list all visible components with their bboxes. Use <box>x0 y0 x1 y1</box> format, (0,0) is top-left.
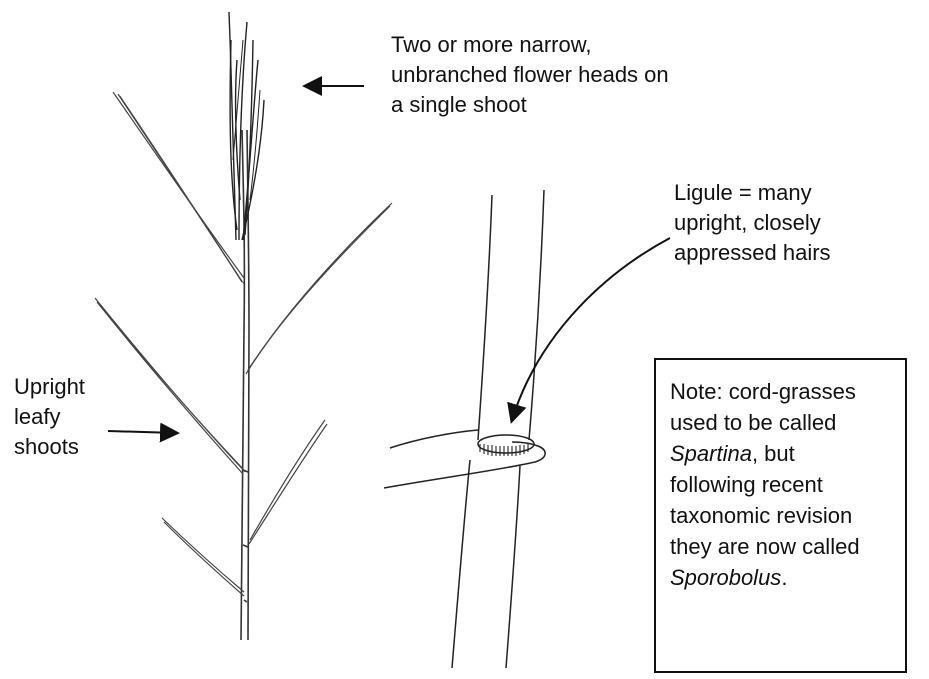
shoots-label-line: leafy <box>14 402 85 432</box>
ligule-label-line: Ligule = many <box>674 178 831 208</box>
ligule-label-line: appressed hairs <box>674 238 831 268</box>
ligule-arrow <box>512 238 670 420</box>
note-line-rest: . <box>781 565 787 590</box>
flower-heads-label-line: unbranched flower heads on <box>391 60 669 90</box>
grass-stem <box>241 130 249 640</box>
shoots-arrow <box>108 431 176 433</box>
note-line: Sporobolus. <box>670 562 860 593</box>
note-line: taxonomic revision <box>670 500 860 531</box>
ligule-label-line: upright, closely <box>674 208 831 238</box>
note-line: used to be called <box>670 407 860 438</box>
note-line: following recent <box>670 469 860 500</box>
genus-spartina: Spartina <box>670 441 752 466</box>
flower-heads-label: Two or more narrow, unbranched flower he… <box>391 30 669 120</box>
note-line: Note: cord-grasses <box>670 376 860 407</box>
ligule-detail <box>384 190 545 668</box>
flower-heads-label-line: a single shoot <box>391 90 669 120</box>
genus-sporobolus: Sporobolus <box>670 565 781 590</box>
ligule-label: Ligule = many upright, closely appressed… <box>674 178 831 268</box>
note-line: Spartina, but <box>670 438 860 469</box>
note-line-rest: , but <box>752 441 795 466</box>
flower-heads-label-line: Two or more narrow, <box>391 30 669 60</box>
shoots-label: Upright leafy shoots <box>14 372 85 462</box>
note-text: Note: cord-grasses used to be called Spa… <box>670 376 860 593</box>
shoots-label-line: shoots <box>14 432 85 462</box>
note-line: they are now called <box>670 531 860 562</box>
flower-heads <box>229 12 264 240</box>
shoots-label-line: Upright <box>14 372 85 402</box>
note-box: Note: cord-grasses used to be called Spa… <box>654 358 907 673</box>
